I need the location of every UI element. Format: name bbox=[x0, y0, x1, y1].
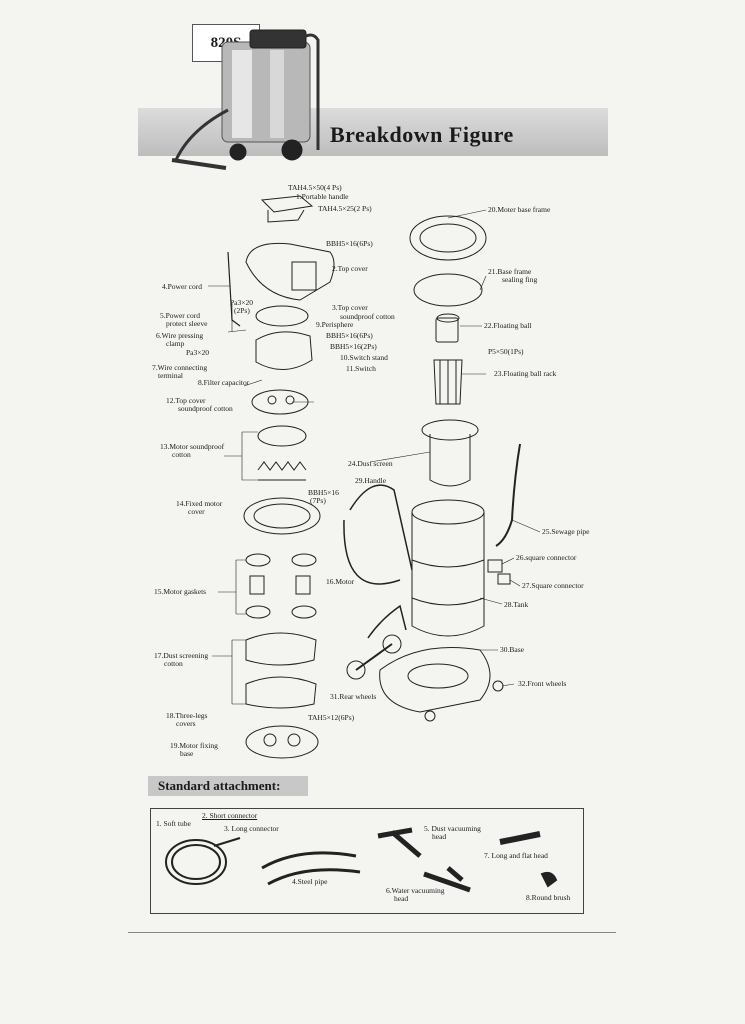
label-pa-2ps-a: Pa3×20 bbox=[230, 298, 253, 307]
label-wire-terminal-a: 7.Wire connecting bbox=[152, 363, 208, 372]
label-square-connector-27: 27.Square connector bbox=[522, 581, 584, 590]
label-power-cord-sleeve-b: protect sleeve bbox=[166, 319, 208, 328]
label-switch-stand: 10.Switch stand bbox=[340, 353, 388, 362]
label-wire-clamp-a: 6.Wire pressing bbox=[156, 331, 204, 340]
label-power-cord-sleeve-a: 5.Power cord bbox=[160, 311, 200, 320]
attachments-illustration bbox=[165, 827, 558, 893]
label-sewage-pipe: 25.Sewage pipe bbox=[542, 527, 590, 536]
attachment-water-head-a: 6.Water vacuuming bbox=[386, 886, 445, 895]
label-pa-single: Pa3×20 bbox=[186, 348, 209, 357]
label-power-cord: 4.Power cord bbox=[162, 282, 202, 291]
label-handle: 29.Handle bbox=[355, 476, 387, 485]
label-screw-bbh-6ps-b: BBH5×16(6Ps) bbox=[326, 331, 373, 340]
attachment-round-brush: 8.Round brush bbox=[526, 893, 571, 902]
attachment-soft-tube: 1. Soft tube bbox=[156, 819, 191, 828]
label-top-cover-cotton-a: 3.Top cover bbox=[332, 303, 368, 312]
label-motor: 16.Motor bbox=[326, 577, 355, 586]
label-dust-screening-b: cotton bbox=[164, 659, 183, 668]
attachment-dust-head-b: head bbox=[432, 832, 447, 841]
vacuum-cleaner-photo bbox=[171, 29, 320, 170]
label-screw-bbh-6ps: BBH5×16(6Ps) bbox=[326, 239, 373, 248]
label-perisphere: 9.Perisphere bbox=[316, 320, 354, 329]
label-motor-fixing-b: base bbox=[180, 749, 194, 758]
label-wire-terminal-b: terminal bbox=[158, 371, 183, 380]
label-wire-clamp-b: clamp bbox=[166, 339, 185, 348]
label-portable-handle: 1.Portable handle bbox=[296, 192, 349, 201]
label-motor-gaskets: 15.Motor gaskets bbox=[154, 587, 207, 596]
label-sealing-ring-b: sealing fing bbox=[502, 275, 538, 284]
page-title: Breakdown Figure bbox=[330, 122, 514, 147]
label-dust-screening-a: 17.Dust screening bbox=[154, 651, 209, 660]
label-floating-ball: 22.Floating ball bbox=[484, 321, 532, 330]
attachment-long-flat-head: 7. Long and flat head bbox=[484, 851, 548, 860]
label-three-legs-b: covers bbox=[176, 719, 196, 728]
label-pa-2ps-b: (2Ps) bbox=[234, 306, 250, 315]
label-screw-tah25: TAH4.5×25(2 Ps) bbox=[318, 204, 372, 213]
attachment-short-connector: 2. Short connector bbox=[202, 811, 258, 820]
label-fixed-motor-cover-a: 14.Fixed motor bbox=[176, 499, 223, 508]
label-motor-soundproof-a: 13.Motor soundproof bbox=[160, 442, 225, 451]
label-screw-tah12: TAH5×12(6Ps) bbox=[308, 713, 355, 722]
label-base: 30.Base bbox=[500, 645, 524, 654]
label-front-wheels: 32.Front wheels bbox=[518, 679, 567, 688]
label-screw-tah50: TAH4.5×50(4 Ps) bbox=[288, 183, 342, 192]
label-floating-ball-rack: 23.Floating ball rack bbox=[494, 369, 557, 378]
label-rear-wheels: 31.Rear wheels bbox=[330, 692, 377, 701]
label-square-connector-26: 26.square connector bbox=[516, 553, 577, 562]
label-filter-capacitor: 8.Filter capacitor bbox=[198, 378, 250, 387]
attachment-steel-pipe: 4.Steel pipe bbox=[292, 877, 328, 886]
attachment-dust-head-a: 5. Dust vacuuming bbox=[424, 824, 481, 833]
label-screw-bbh-2ps: BBH5×16(2Ps) bbox=[330, 342, 377, 351]
attachment-box bbox=[150, 808, 584, 914]
label-motor-fixing-a: 19.Motor fixing bbox=[170, 741, 218, 750]
attachment-water-head-b: head bbox=[394, 894, 409, 903]
standard-attachment-title: Standard attachment: bbox=[148, 776, 308, 796]
label-dust-screen: 24.Dust screen bbox=[348, 459, 393, 468]
label-top-cover: 2.Top cover bbox=[332, 264, 368, 273]
footer-divider bbox=[128, 932, 616, 933]
attachment-long-connector: 3. Long connector bbox=[224, 824, 279, 833]
label-screw-p5: P5×50(1Ps) bbox=[488, 347, 524, 356]
label-screw-bbh-7-a: BBH5×16 bbox=[308, 488, 339, 497]
label-three-legs-a: 18.Three-legs bbox=[166, 711, 208, 720]
label-sealing-ring-a: 21.Base frame bbox=[488, 267, 532, 276]
label-motor-soundproof-b: cotton bbox=[172, 450, 191, 459]
label-switch: 11.Switch bbox=[346, 364, 376, 373]
label-motor-base-frame: 20.Moter base frame bbox=[488, 205, 551, 214]
label-fixed-motor-cover-b: cover bbox=[188, 507, 205, 516]
label-cotton-12-b: soundproof cotton bbox=[178, 404, 233, 413]
label-top-cover-cotton-b: soundproof cotton bbox=[340, 312, 395, 321]
label-screw-bbh-7-b: (7Ps) bbox=[310, 496, 326, 505]
label-cotton-12-a: 12.Top cover bbox=[166, 396, 206, 405]
label-tank: 28.Tank bbox=[504, 600, 529, 609]
